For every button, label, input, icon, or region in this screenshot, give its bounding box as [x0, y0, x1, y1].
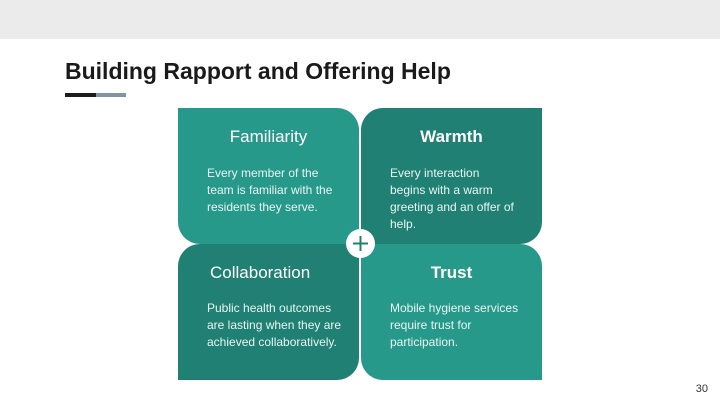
quadrant-text-collaboration: Public health outcomes are lasting when … — [207, 301, 342, 349]
quadrant-text-trust: Mobile hygiene services require trust fo… — [390, 301, 519, 349]
page-number: 30 — [695, 383, 708, 395]
quadrant-familiarity: Familiarity Every member of the team is … — [178, 108, 359, 244]
top-band — [0, 0, 720, 39]
quadrant-trust: Trust Mobile hygiene services require tr… — [361, 244, 542, 380]
quadrant-warmth: Warmth Every interaction begins with a w… — [361, 108, 542, 244]
title-accent-dark — [65, 93, 96, 97]
center-badge — [346, 229, 375, 258]
plus-icon — [353, 236, 368, 251]
title-accent-grey — [96, 93, 126, 97]
quadrant-text-familiarity: Every member of the team is familiar wit… — [207, 166, 333, 214]
quadrant-collaboration: Collaboration Public health outcomes are… — [178, 244, 359, 380]
quadrant-title-warmth: Warmth — [420, 127, 483, 146]
quadrant-title-trust: Trust — [430, 263, 473, 282]
quadrant-text-warmth: Every interaction begins with a warm gre… — [390, 166, 514, 231]
slide-title: Building Rapport and Offering Help — [65, 58, 451, 84]
quadrant-title-collaboration: Collaboration — [210, 263, 311, 282]
quadrant-title-familiarity: Familiarity — [229, 127, 308, 146]
